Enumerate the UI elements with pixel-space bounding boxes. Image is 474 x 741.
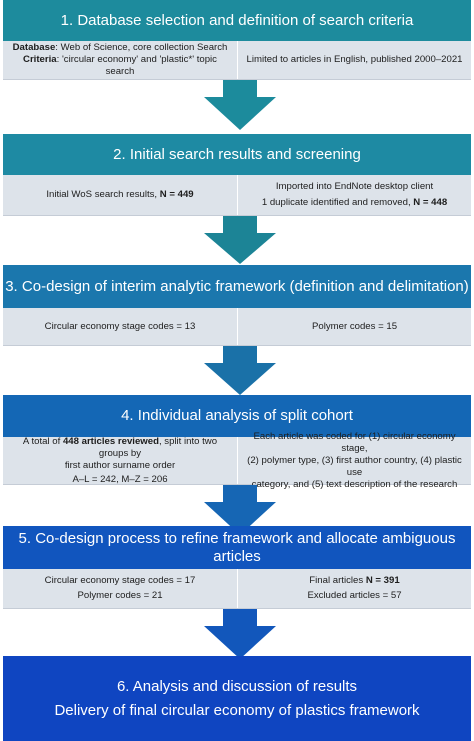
coding-line-2: (2) polymer type, (3) first author count…	[247, 454, 462, 478]
step2-header: 2. Initial search results and screening	[3, 134, 471, 175]
step1-header: 1. Database selection and definition of …	[3, 0, 471, 41]
split-counts: A–L = 242, M–Z = 206	[72, 473, 168, 485]
arrow-4-shape	[204, 485, 276, 535]
step4-right-cell: Each article was coded for (1) circular …	[237, 431, 471, 490]
step4-details: A total of 448 articles reviewed, split …	[3, 431, 471, 490]
review-pre: A total of	[22, 435, 63, 447]
step1-right-cell: Limited to articles in English, publishe…	[237, 41, 471, 79]
arrow-3-shape	[204, 346, 276, 395]
articles-reviewed: 448 articles reviewed	[62, 435, 159, 447]
step3-details: Circular economy stage codes = 13 Polyme…	[3, 308, 471, 346]
final-articles-text: Final articles	[309, 575, 366, 586]
step2-details: Initial WoS search results, N = 449 Impo…	[3, 175, 471, 216]
criteria-text: : 'circular economy' and 'plastic*' topi…	[56, 54, 217, 65]
review-post: , split into two groups by	[98, 435, 218, 459]
step5-details: Circular economy stage codes = 17 Polyme…	[3, 569, 471, 609]
ce-stage-codes-initial: Circular economy stage codes = 13	[44, 320, 196, 332]
duplicate-text: 1 duplicate identified and removed,	[261, 197, 414, 208]
step4-left-cell: A total of 448 articles reviewed, split …	[3, 435, 237, 485]
step4-header: 4. Individual analysis of split cohort	[3, 395, 471, 437]
criteria-continuation: search	[105, 66, 135, 77]
arrow-1-shape	[204, 80, 276, 130]
arrow-2-shape	[204, 216, 276, 264]
criteria-label: Criteria	[23, 54, 57, 65]
down-arrow-4	[204, 485, 276, 535]
step3-title: 3. Co-design of interim analytic framewo…	[5, 277, 469, 295]
split-criterion: first author surname order	[64, 459, 176, 471]
step3-right-cell: Polymer codes = 15	[237, 308, 471, 345]
deduplicated-count: N = 448	[413, 197, 448, 208]
step1-right-text: Limited to articles in English, publishe…	[246, 54, 463, 65]
step6-subtitle: Delivery of final circular economy of pl…	[54, 701, 420, 719]
step5-left-cell: Circular economy stage codes = 17 Polyme…	[3, 569, 237, 608]
down-arrow-5	[204, 609, 276, 659]
endnote-import-text: Imported into EndNote desktop client	[275, 181, 434, 192]
step2-right-cell: Imported into EndNote desktop client 1 d…	[237, 175, 471, 215]
initial-results-count: N = 449	[159, 189, 194, 200]
final-articles-count: N = 391	[365, 575, 400, 586]
step1-title: 1. Database selection and definition of …	[60, 11, 414, 29]
coding-line-1: Each article was coded for (1) circular …	[253, 430, 456, 454]
step1-details: Database: Web of Science, core collectio…	[3, 41, 471, 80]
step5-title: 5. Co-design process to refine framework…	[18, 529, 456, 565]
step2-left-cell: Initial WoS search results, N = 449	[3, 175, 237, 215]
down-arrow-3	[204, 346, 276, 395]
step2-title: 2. Initial search results and screening	[113, 145, 361, 163]
step3-header: 3. Co-design of interim analytic framewo…	[3, 265, 471, 308]
polymer-codes-initial: Polymer codes = 15	[311, 320, 398, 332]
step5-right-cell: Final articles N = 391 Excluded articles…	[237, 569, 471, 608]
coding-line-3: category, and (5) text description of th…	[251, 478, 458, 490]
down-arrow-2	[204, 216, 276, 264]
step3-left-cell: Circular economy stage codes = 13	[3, 308, 237, 345]
step5-header: 5. Co-design process to refine framework…	[3, 526, 471, 569]
step6-box: 6. Analysis and discussion of results De…	[3, 656, 471, 741]
down-arrow-1	[204, 80, 276, 130]
polymer-codes-final: Polymer codes = 21	[77, 590, 163, 601]
step6-title: 6. Analysis and discussion of results	[116, 677, 358, 695]
arrow-5-shape	[204, 609, 276, 659]
ce-stage-codes-final: Circular economy stage codes = 17	[44, 575, 196, 586]
initial-results-text: Initial WoS search results,	[46, 189, 160, 200]
database-text: : Web of Science, core collection Search	[55, 42, 228, 53]
step4-title: 4. Individual analysis of split cohort	[121, 407, 353, 424]
database-label: Database	[12, 42, 56, 53]
excluded-articles: Excluded articles = 57	[307, 590, 402, 601]
step1-left-cell: Database: Web of Science, core collectio…	[3, 41, 237, 79]
